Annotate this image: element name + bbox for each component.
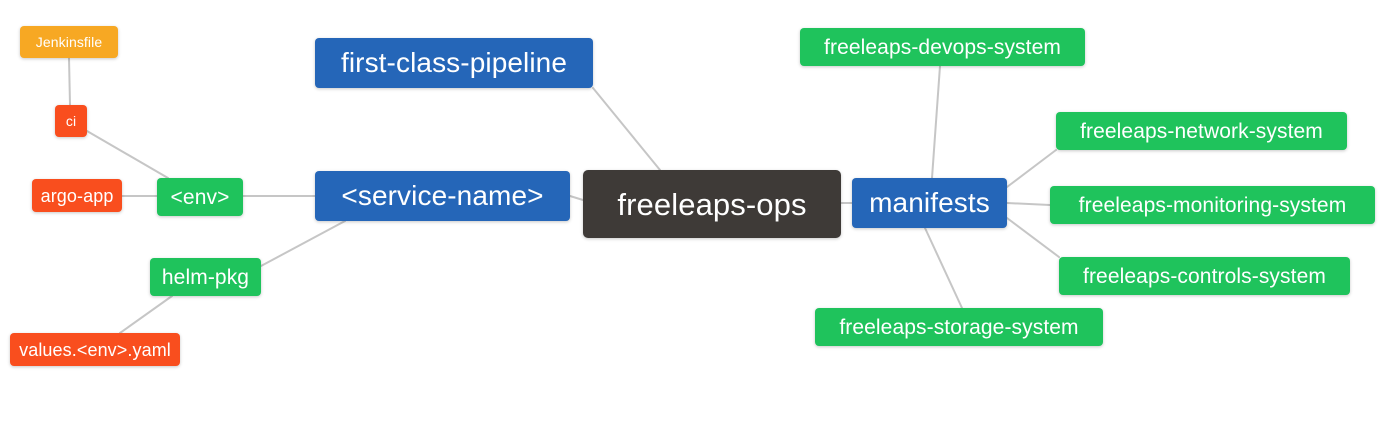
edge-helm-pkg-to-service-name	[260, 220, 346, 267]
edge-manifests-to-freeleaps-storage-system	[924, 227, 963, 309]
edge-manifests-to-freeleaps-monitoring-system	[1006, 202, 1051, 206]
edge-service-name-to-freeleaps-ops	[569, 195, 584, 201]
node-helm-pkg[interactable]: helm-pkg	[150, 258, 261, 296]
node-freeleaps-ops[interactable]: freeleaps-ops	[583, 170, 841, 238]
node-label: freeleaps-ops	[617, 186, 807, 222]
node-label: freeleaps-controls-system	[1083, 264, 1326, 288]
node-label: argo-app	[40, 185, 114, 206]
edge-manifests-to-freeleaps-controls-system	[1006, 217, 1060, 258]
node-freeleaps-devops-system[interactable]: freeleaps-devops-system	[800, 28, 1085, 66]
node-service-name[interactable]: <service-name>	[315, 171, 570, 221]
node-label: first-class-pipeline	[340, 47, 568, 78]
edge-ci-to-env	[86, 130, 169, 179]
node-label: helm-pkg	[161, 265, 250, 289]
node-freeleaps-monitoring-system[interactable]: freeleaps-monitoring-system	[1050, 186, 1375, 224]
node-label: Jenkinsfile	[35, 34, 103, 50]
node-label: freeleaps-devops-system	[824, 35, 1061, 59]
node-label: freeleaps-network-system	[1080, 119, 1323, 143]
node-freeleaps-controls-system[interactable]: freeleaps-controls-system	[1059, 257, 1350, 295]
node-label: manifests	[869, 187, 990, 218]
node-label: values.<env>.yaml	[19, 339, 171, 360]
node-label: freeleaps-monitoring-system	[1078, 193, 1347, 217]
node-jenkinsfile[interactable]: Jenkinsfile	[20, 26, 118, 58]
edge-values-yaml-to-helm-pkg	[119, 295, 173, 334]
node-label: <service-name>	[341, 180, 544, 211]
edge-jenkinsfile-to-ci	[68, 57, 71, 106]
node-label: ci	[65, 113, 77, 129]
node-values-yaml[interactable]: values.<env>.yaml	[10, 333, 180, 366]
node-ci[interactable]: ci	[55, 105, 87, 137]
node-label: <env>	[170, 185, 230, 209]
node-freeleaps-network-system[interactable]: freeleaps-network-system	[1056, 112, 1347, 150]
node-manifests[interactable]: manifests	[852, 178, 1007, 228]
node-label: freeleaps-storage-system	[839, 315, 1079, 339]
edge-first-class-pipeline-to-freeleaps-ops	[592, 87, 661, 171]
edge-manifests-to-freeleaps-devops-system	[931, 65, 941, 179]
edge-manifests-to-freeleaps-network-system	[1006, 149, 1057, 188]
node-env[interactable]: <env>	[157, 178, 243, 216]
node-first-class-pipeline[interactable]: first-class-pipeline	[315, 38, 593, 88]
node-argo-app[interactable]: argo-app	[32, 179, 122, 212]
node-freeleaps-storage-system[interactable]: freeleaps-storage-system	[815, 308, 1103, 346]
